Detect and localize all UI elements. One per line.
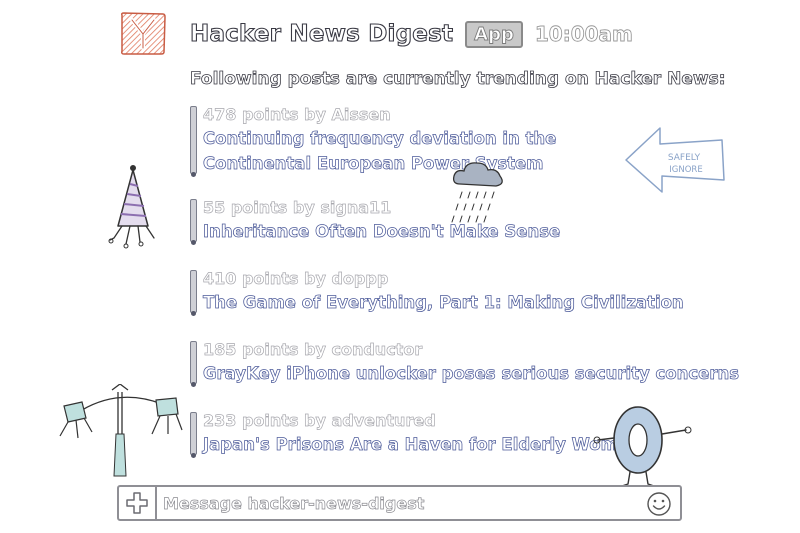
post-meta: 233 points by adventured: [203, 411, 436, 431]
list-item: 478 points by Aissen Continuing frequenc…: [190, 104, 623, 177]
attach-button[interactable]: [119, 487, 157, 519]
message-header: Hacker News Digest App 10:00am: [189, 16, 633, 52]
list-item: 410 points by doppp The Game of Everythi…: [190, 268, 684, 316]
post-meta: 185 points by conductor: [203, 340, 423, 360]
smiley-icon[interactable]: [646, 491, 672, 517]
plus-icon: [126, 492, 148, 514]
post-title-link[interactable]: Continuing frequency deviation in the Co…: [203, 129, 557, 174]
list-item: 233 points by adventured Japan's Prisons…: [190, 410, 641, 458]
bot-name[interactable]: Hacker News Digest: [189, 20, 454, 47]
post-title-link[interactable]: Japan's Prisons Are a Haven for Elderly …: [203, 435, 641, 455]
arrow-label-line2: IGNORE: [669, 165, 702, 175]
post-meta: 478 points by Aissen: [203, 105, 391, 125]
intro-text: Following posts are currently trending o…: [190, 69, 726, 90]
hacker-news-logo-icon: [121, 12, 166, 55]
post-title-link[interactable]: GrayKey iPhone unlocker poses serious se…: [203, 364, 740, 384]
post-meta: 55 points by signa11: [203, 198, 392, 218]
safely-ignore-arrow-icon: SAFELY IGNORE: [625, 127, 725, 193]
triangle-creature-icon: [108, 165, 155, 249]
app-badge: App: [465, 20, 523, 48]
arrow-label-line1: SAFELY: [668, 153, 701, 163]
post-title-link[interactable]: Inheritance Often Doesn't Make Sense: [203, 222, 561, 242]
post-title-link[interactable]: The Game of Everything, Part 1: Making C…: [203, 293, 684, 313]
post-meta: 410 points by doppp: [203, 269, 389, 289]
message-timestamp[interactable]: 10:00am: [534, 22, 633, 47]
letter-o-creature-icon: [593, 406, 692, 487]
rain-cloud-icon: [451, 162, 503, 223]
signpost-doodle-icon: [59, 384, 183, 477]
list-item: 55 points by signa11 Inheritance Often D…: [190, 197, 561, 245]
message-input[interactable]: [163, 490, 633, 516]
list-item: 185 points by conductor GrayKey iPhone u…: [190, 339, 740, 387]
message-composer: [117, 485, 682, 521]
